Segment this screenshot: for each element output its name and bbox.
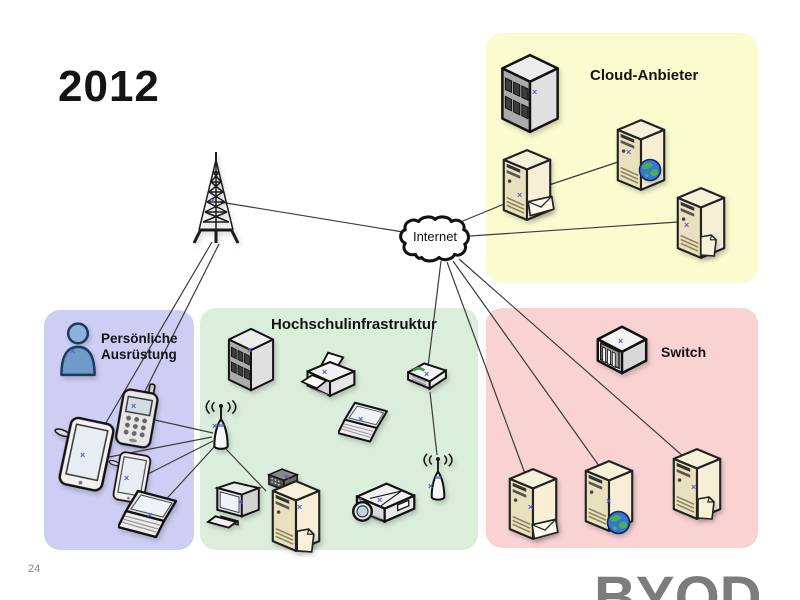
- link-x-mark: ×: [358, 414, 364, 424]
- connection-line: [154, 419, 214, 434]
- zone-label-personal-equipment: Persönliche Ausrüstung: [101, 331, 178, 363]
- link-x-mark: ×: [517, 190, 523, 200]
- byod-watermark: BYOD: [594, 565, 762, 600]
- internet-cloud: Internet: [396, 213, 474, 265]
- file-icon: [695, 495, 717, 521]
- link-x-mark: ×: [212, 421, 218, 431]
- slide-title: 2012: [58, 62, 160, 111]
- connection-line: [225, 448, 267, 492]
- person-icon: [56, 321, 100, 379]
- link-x-mark: ×: [528, 502, 534, 512]
- globe-icon: [638, 158, 662, 182]
- link-x-mark: ×: [80, 450, 86, 460]
- zone-label-switch: Switch: [661, 344, 707, 360]
- connection-line: [446, 261, 528, 480]
- connection-line: [427, 260, 442, 368]
- wireless-antenna-icon: [202, 398, 240, 454]
- connection-line: [139, 440, 214, 479]
- zone-label-cloud-provider: Cloud-Anbieter: [590, 67, 699, 84]
- connection-line: [136, 243, 220, 408]
- wireless-antenna-icon: [420, 450, 456, 506]
- link-x-mark: ×: [684, 220, 690, 230]
- zone-label-university-infrastructure: Hochschulinfrastruktur: [271, 316, 437, 333]
- link-x-mark: ×: [284, 472, 290, 482]
- link-x-mark: ×: [626, 147, 632, 157]
- connection-line: [545, 161, 619, 187]
- link-x-mark: ×: [247, 345, 253, 355]
- printer-icon: [300, 350, 360, 406]
- link-x-mark: ×: [424, 369, 430, 379]
- link-x-mark: ×: [147, 510, 153, 520]
- link-x-mark: ×: [532, 87, 538, 97]
- link-x-mark: ×: [691, 482, 697, 492]
- link-x-mark: ×: [297, 502, 303, 512]
- office-building-icon: [496, 50, 564, 138]
- link-x-mark: ×: [618, 336, 624, 346]
- link-x-mark: ×: [322, 367, 328, 377]
- page-number: 24: [28, 563, 41, 575]
- link-x-mark: ×: [210, 196, 216, 206]
- connection-line: [86, 241, 213, 456]
- link-x-mark: ×: [131, 401, 137, 411]
- connection-line: [469, 221, 679, 237]
- file-icon: [294, 527, 317, 554]
- campus-building-icon: [224, 324, 278, 396]
- laptop-icon: [338, 400, 392, 446]
- connection-line: [457, 201, 510, 224]
- connection-line: [458, 258, 685, 458]
- radio-tower-icon: [190, 150, 242, 250]
- connection-line: [219, 201, 404, 233]
- file-icon: [698, 233, 719, 258]
- globe-icon: [606, 510, 631, 535]
- internet-label: Internet: [412, 229, 458, 244]
- mail-icon: [526, 194, 556, 218]
- connection-line: [159, 445, 216, 507]
- link-x-mark: ×: [428, 481, 434, 491]
- link-x-mark: ×: [124, 473, 130, 483]
- connection-line: [452, 260, 603, 471]
- link-x-mark: ×: [238, 497, 244, 507]
- mail-icon: [530, 517, 560, 541]
- switch-icon: [592, 318, 652, 378]
- link-x-mark: ×: [606, 496, 612, 506]
- link-x-mark: ×: [70, 346, 76, 356]
- link-x-mark: ×: [377, 495, 383, 505]
- connection-line: [429, 391, 438, 456]
